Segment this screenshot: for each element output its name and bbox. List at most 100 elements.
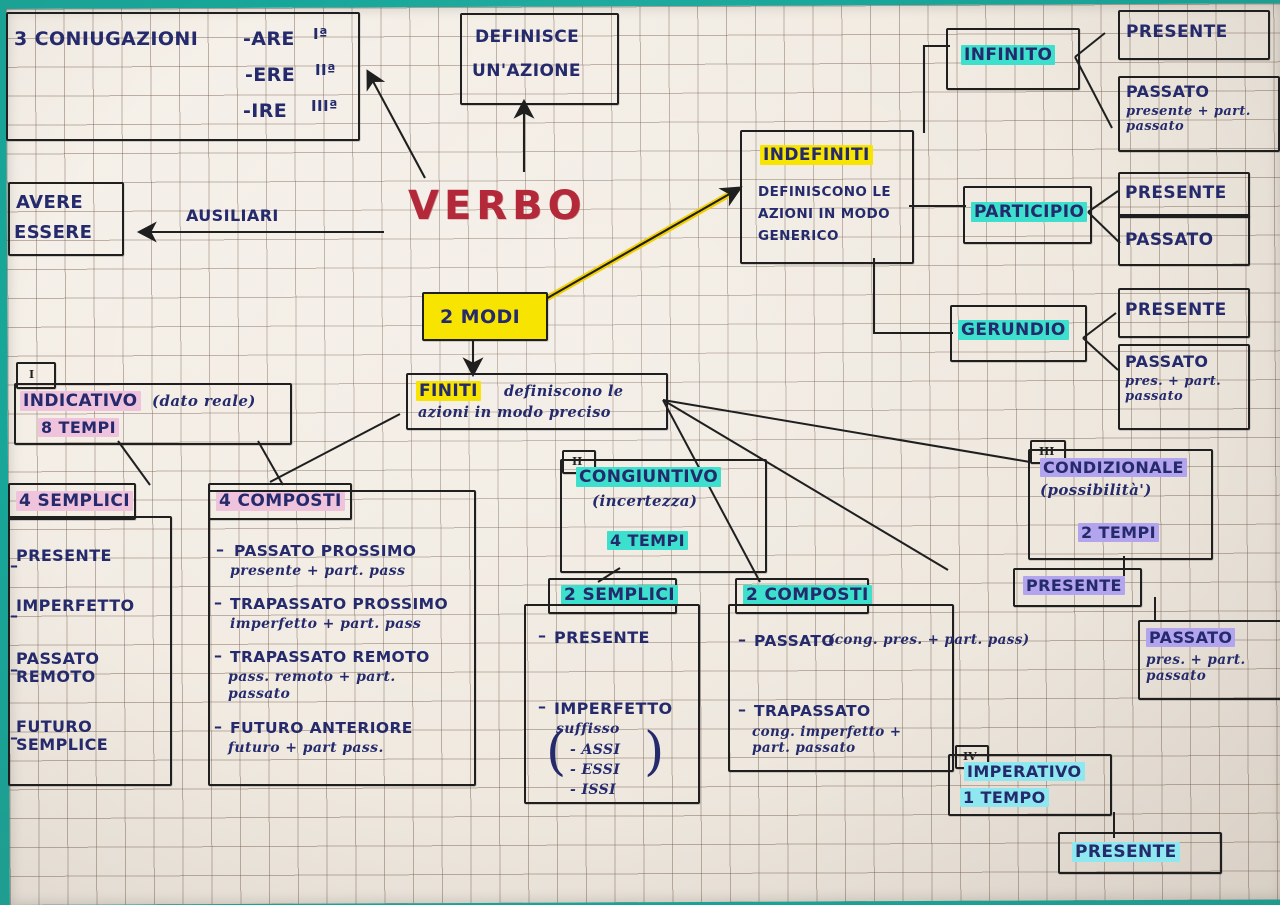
gerundio-box: GERUNDIO (950, 305, 1087, 362)
indicativo-box: INDICATIVO (dato reale) 8 TEMPI (14, 383, 292, 445)
participio-presente-label: PRESENTE (1125, 183, 1227, 203)
participio-passato-box: PASSATO (1118, 214, 1250, 266)
dash-c2: – (214, 593, 223, 612)
gerundio-passato-formation: pres. + part. passato (1125, 374, 1222, 404)
gerundio-passato-label: PASSATO (1125, 352, 1209, 371)
condizionale-roman: III (1039, 445, 1055, 458)
indicativo-semplici-title: 4 SEMPLICI (16, 491, 133, 511)
infinito-box: INFINITO (946, 28, 1080, 90)
indicativo-semplici-tense-4: FUTURO SEMPLICE (16, 717, 109, 754)
dash-cg2: – (538, 697, 547, 716)
imperativo-count: 1 TEMPO (960, 788, 1049, 807)
congiuntivo-count: 4 TEMPI (607, 531, 688, 550)
imperativo-box: IMPERATIVO 1 TEMPO (948, 754, 1112, 816)
modi-label: 2 MODI (440, 306, 521, 328)
dash-c3: – (214, 646, 223, 665)
indicativo-semplici-tense-1: PRESENTE (16, 546, 112, 565)
imperativo-presente-box: PRESENTE (1058, 832, 1222, 874)
condizionale-passato-label: PASSATO (1146, 628, 1236, 647)
indicativo-composti-title-box: 4 COMPOSTI (208, 483, 352, 520)
congiuntivo-composti-title-box: 2 COMPOSTI (735, 578, 872, 614)
congiuntivo-semplici-tense-1: PRESENTE (554, 628, 650, 647)
indicativo-semplici-title-box: 4 SEMPLICI (8, 483, 136, 520)
dash-s1: – (10, 556, 19, 575)
congiuntivo-note: (incertezza) (592, 492, 698, 510)
coniugazioni-title: 3 CONIUGAZIONI (14, 28, 199, 50)
congiuntivo-composti-title: 2 COMPOSTI (743, 585, 872, 605)
dash-c4: – (214, 717, 223, 736)
condizionale-box: CONDIZIONALE (possibilità') 2 TEMPI (1028, 449, 1213, 560)
coniugazione-2-ordinal: IIª (315, 61, 336, 79)
suffix-assi: - ASSI (570, 742, 621, 758)
imperativo-roman: IV (963, 750, 977, 763)
dash-s3: – (10, 660, 19, 679)
imperativo-label: IMPERATIVO (964, 762, 1085, 781)
indicativo-composti-title: 4 COMPOSTI (216, 491, 345, 511)
infinito-passato-label: PASSATO (1126, 82, 1210, 101)
indefiniti-label: INDEFINITI (760, 145, 873, 165)
indicativo-roman-box: I (16, 362, 56, 389)
suffix-issi: - ISSI (570, 782, 617, 798)
indicativo-semplici-tense-3: PASSATO REMOTO (16, 649, 100, 686)
participio-passato-label: PASSATO (1125, 230, 1214, 250)
ausiliari-label: AUSILIARI (186, 206, 279, 225)
condizionale-note: (possibilità') (1040, 481, 1152, 499)
infinito-presente-label: PRESENTE (1126, 22, 1228, 42)
congiuntivo-semplici-title-box: 2 SEMPLICI (548, 578, 678, 614)
coniugazioni-box: 3 CONIUGAZIONI -ARE Iª -ERE IIª -IRE III… (6, 12, 360, 141)
page-title: VERBO (408, 183, 587, 229)
indefiniti-desc-3: GENERICO (758, 228, 839, 244)
indicativo-composti-tense-2: TRAPASSATO PROSSIMO (230, 595, 449, 613)
dash-c1: – (216, 540, 225, 559)
suffix-bracket-open: ( (546, 722, 567, 782)
condizionale-presente-box: PRESENTE (1013, 568, 1142, 607)
coniugazione-2-ending: -ERE (245, 64, 296, 86)
congiuntivo-imperfetto-suffix-label: suffisso (556, 721, 620, 737)
coniugazione-3-ordinal: IIIª (311, 97, 338, 115)
infinito-passato-box: PASSATO presente + part. passato (1118, 76, 1280, 152)
definizione-line1: DEFINISCE (475, 27, 580, 47)
indicativo-composti-tense-4: FUTURO ANTERIORE (230, 719, 413, 737)
modi-box: 2 MODI (422, 292, 548, 341)
gerundio-label: GERUNDIO (958, 320, 1069, 340)
congiuntivo-box: CONGIUNTIVO (incertezza) 4 TEMPI (560, 459, 767, 573)
ausiliare-essere: ESSERE (14, 222, 93, 243)
finiti-label: FINITI (416, 381, 481, 401)
congiuntivo-label: CONGIUNTIVO (576, 467, 722, 487)
indicativo-note: (dato reale) (152, 392, 256, 410)
congiuntivo-composti-tense-1: PASSATO (754, 632, 835, 650)
coniugazione-1-ordinal: Iª (313, 25, 328, 43)
condizionale-passato-formation: pres. + part. passato (1146, 652, 1246, 685)
indicativo-semplici-tense-2: IMPERFETTO (16, 596, 135, 615)
infinito-label: INFINITO (961, 45, 1056, 65)
congiuntivo-composti-form-2: cong. imperfetto + part. passato (752, 724, 902, 757)
infinito-passato-formation: presente + part. passato (1126, 104, 1251, 134)
dash-cg1: – (538, 626, 547, 645)
indicativo-composti-box: PASSATO PROSSIMO presente + part. pass T… (208, 490, 476, 786)
congiuntivo-semplici-tense-2: IMPERFETTO (554, 699, 673, 718)
ausiliari-box: AVERE ESSERE (8, 182, 124, 256)
congiuntivo-composti-form-1: (cong. pres. + part. pass) (828, 632, 1030, 648)
indicativo-roman: I (29, 368, 35, 381)
gerundio-presente-label: PRESENTE (1125, 300, 1227, 320)
indefiniti-box: INDEFINITI DEFINISCONO LE AZIONI IN MODO… (740, 130, 914, 264)
indefiniti-desc-1: DEFINISCONO LE (758, 184, 891, 200)
dash-cc2: – (738, 700, 747, 719)
indicativo-composti-tense-1: PASSATO PROSSIMO (234, 542, 417, 560)
finiti-box: FINITI definiscono le azioni in modo pre… (406, 373, 668, 430)
indicativo-count: 8 TEMPI (38, 418, 119, 437)
congiuntivo-semplici-box: PRESENTE IMPERFETTO suffisso - ASSI - ES… (524, 604, 700, 804)
indicativo-composti-form-2: imperfetto + part. pass (230, 616, 422, 632)
definizione-line2: UN'AZIONE (472, 61, 581, 81)
gerundio-passato-box: PASSATO pres. + part. passato (1118, 344, 1250, 430)
condizionale-passato-box: PASSATO pres. + part. passato (1138, 620, 1280, 700)
definizione-box: DEFINISCE UN'AZIONE (460, 13, 619, 105)
indicativo-composti-form-3: pass. remoto + part. passato (228, 669, 396, 702)
condizionale-label: CONDIZIONALE (1040, 458, 1187, 477)
dash-s4: – (10, 728, 19, 747)
infinito-presente-box: PRESENTE (1118, 10, 1270, 60)
finiti-desc-2: azioni in modo preciso (418, 404, 611, 421)
participio-presente-box: PRESENTE (1118, 172, 1250, 218)
coniugazione-3-ending: -IRE (243, 100, 288, 122)
